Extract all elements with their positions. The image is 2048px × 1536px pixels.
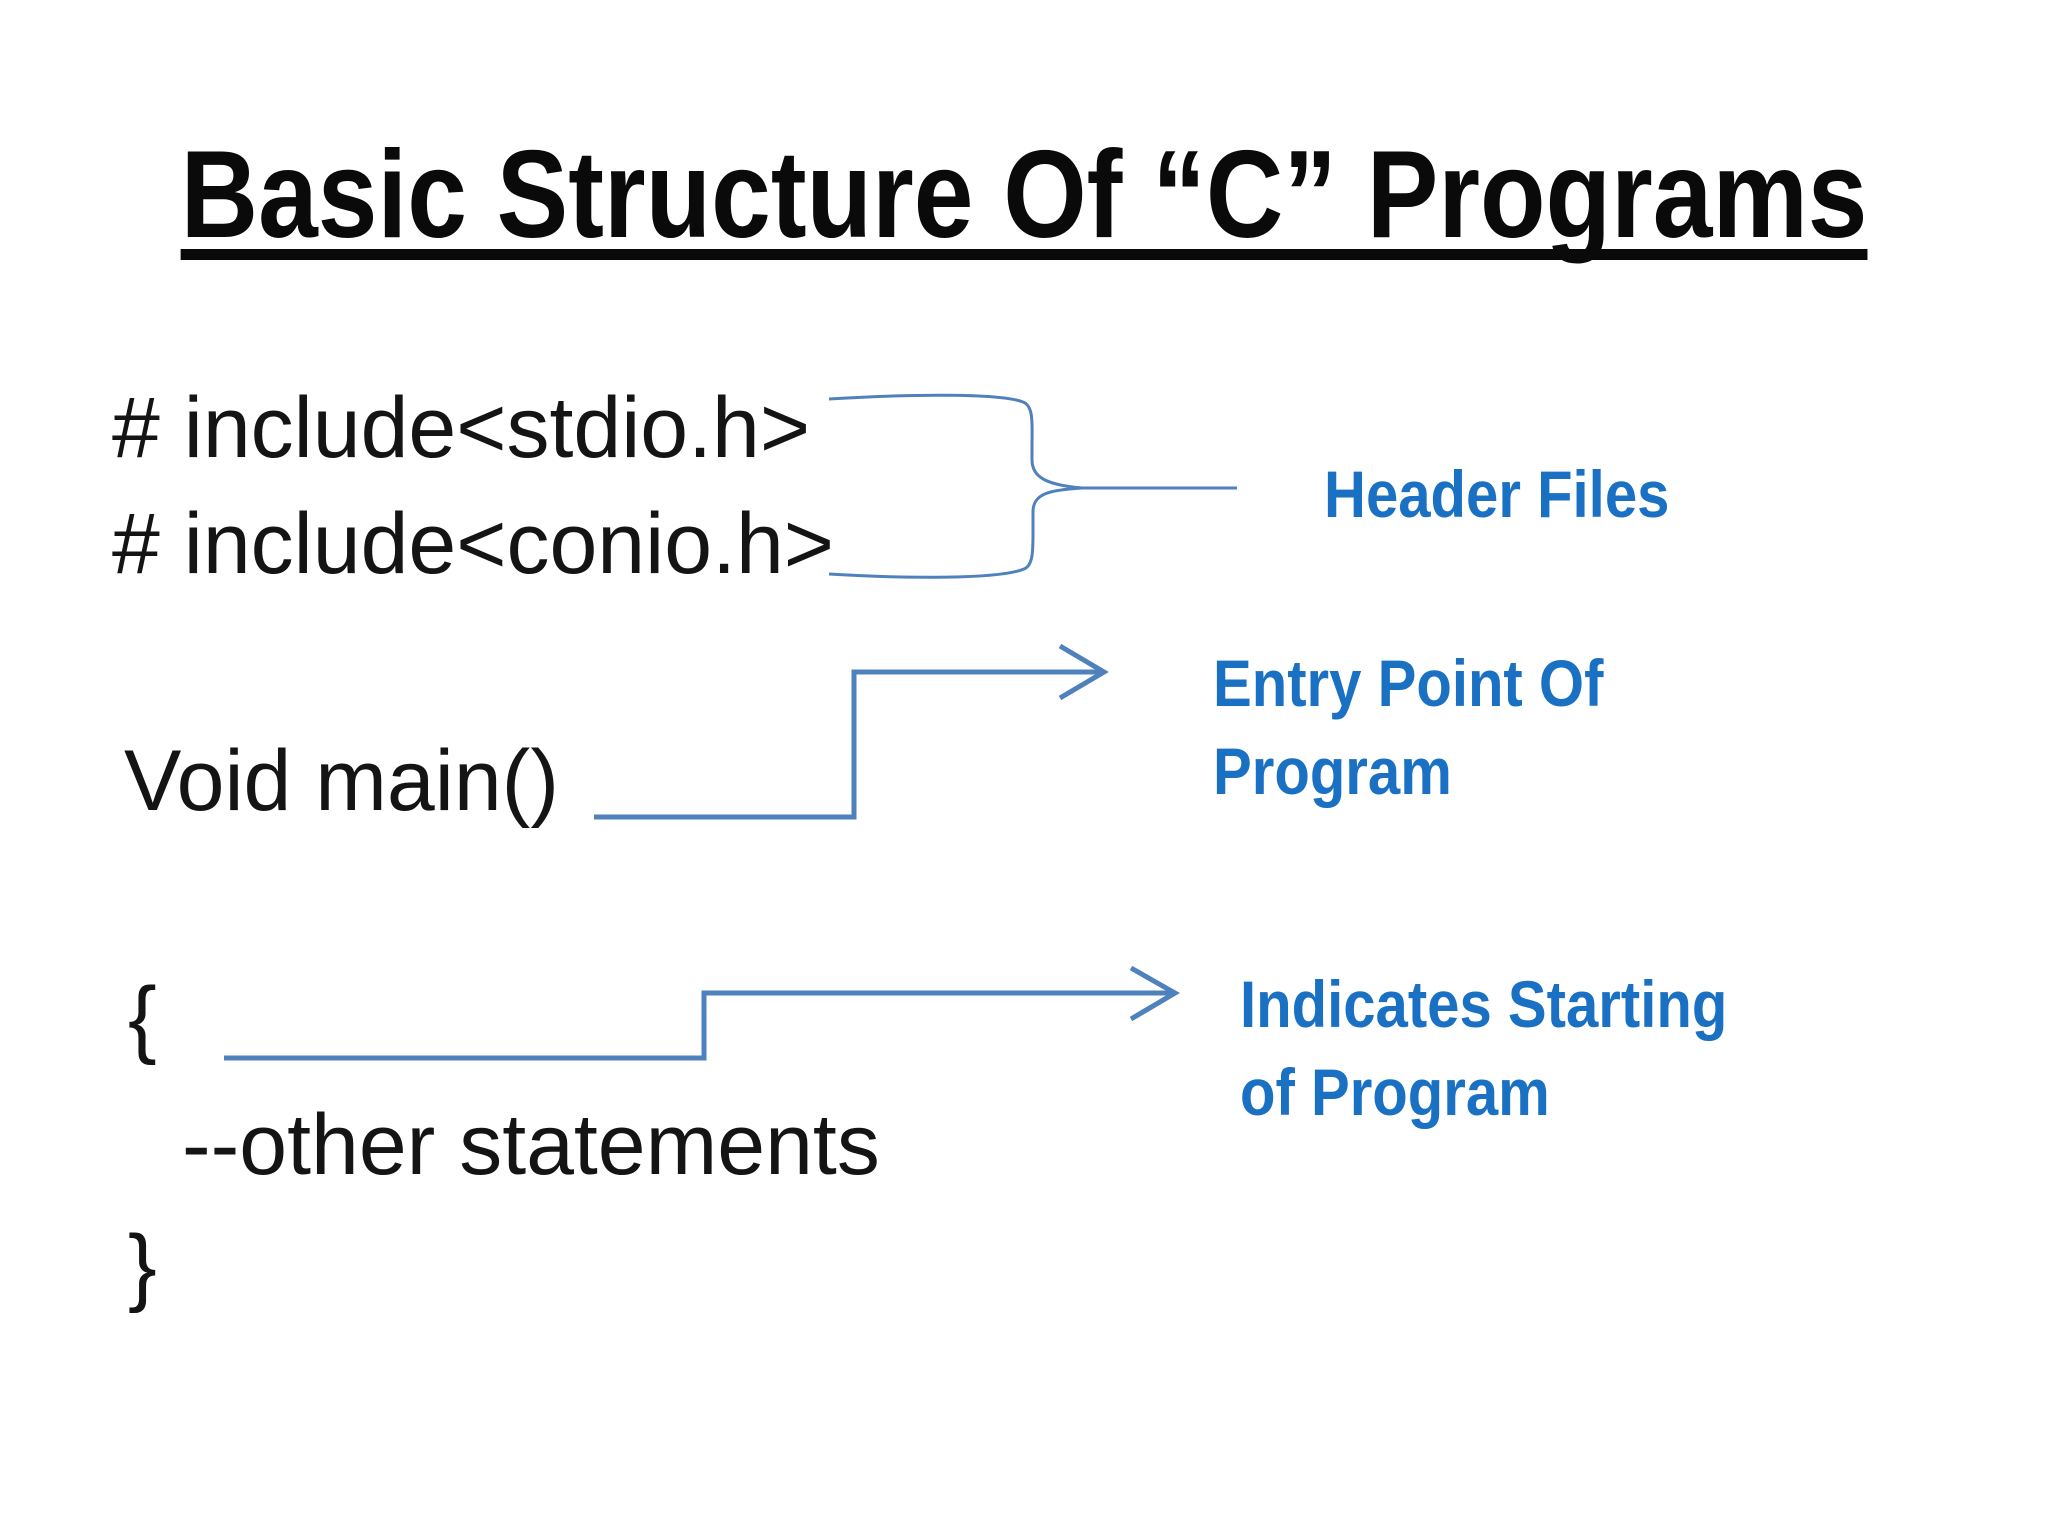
code-line-void-main: Void main() xyxy=(124,733,559,829)
program-start-arrow xyxy=(224,965,1180,1061)
brace-top-curve xyxy=(828,393,1237,490)
program-start-arrow-line xyxy=(224,990,1172,1061)
page-title: Basic Structure Of “C” Programs xyxy=(180,126,1868,264)
label-entry-point-line1: Entry Point Of xyxy=(1213,646,1604,720)
code-line-open-brace: { xyxy=(128,970,157,1066)
program-start-arrowhead-icon xyxy=(1129,965,1180,1022)
brace-connector xyxy=(828,393,1237,579)
label-indicates-starting: Indicates Starting of Program xyxy=(1240,960,1727,1136)
label-entry-point: Entry Point Of Program xyxy=(1213,639,1603,815)
label-header-files-line1: Header Files xyxy=(1324,457,1670,531)
entry-point-arrow xyxy=(594,643,1109,820)
code-line-include-conio: # include<conio.h> xyxy=(112,496,835,592)
code-line-other-statements: --other statements xyxy=(182,1097,880,1193)
label-indicates-starting-line1: Indicates Starting xyxy=(1240,967,1728,1041)
brace-bottom-curve xyxy=(828,486,1083,579)
title-row: Basic Structure Of “C” Programs xyxy=(0,133,2048,257)
entry-point-arrowhead-icon xyxy=(1058,643,1109,701)
label-indicates-starting-line2: of Program xyxy=(1240,1055,1550,1129)
code-line-close-brace: } xyxy=(128,1218,157,1314)
label-entry-point-line2: Program xyxy=(1213,734,1452,808)
code-line-include-stdio: # include<stdio.h> xyxy=(112,380,811,476)
entry-point-arrow-line xyxy=(594,669,1101,820)
label-header-files: Header Files xyxy=(1324,450,1669,538)
